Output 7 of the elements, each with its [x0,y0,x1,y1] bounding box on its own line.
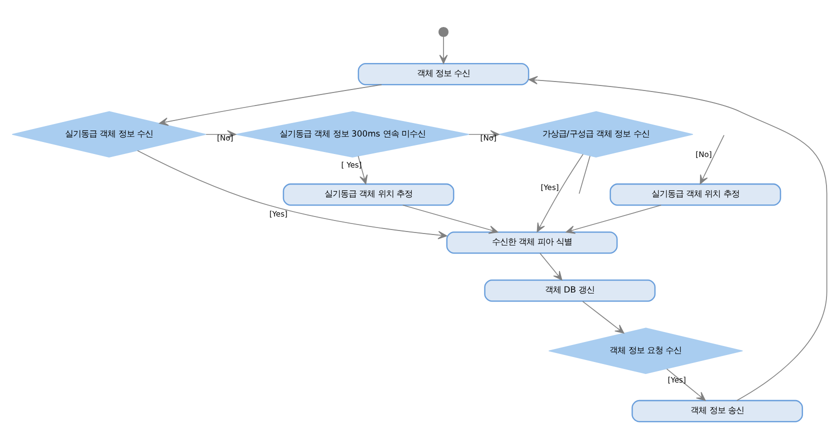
edge-label: [Yes] [269,208,288,218]
edge-label: [No] [480,132,497,142]
edge-label: [Yes] [668,374,686,384]
edge-label: [No] [696,150,712,159]
edge-label: [Yes] [540,182,559,192]
edge-label: [No] [217,132,234,142]
edge-label: [ Yes] [341,160,362,170]
